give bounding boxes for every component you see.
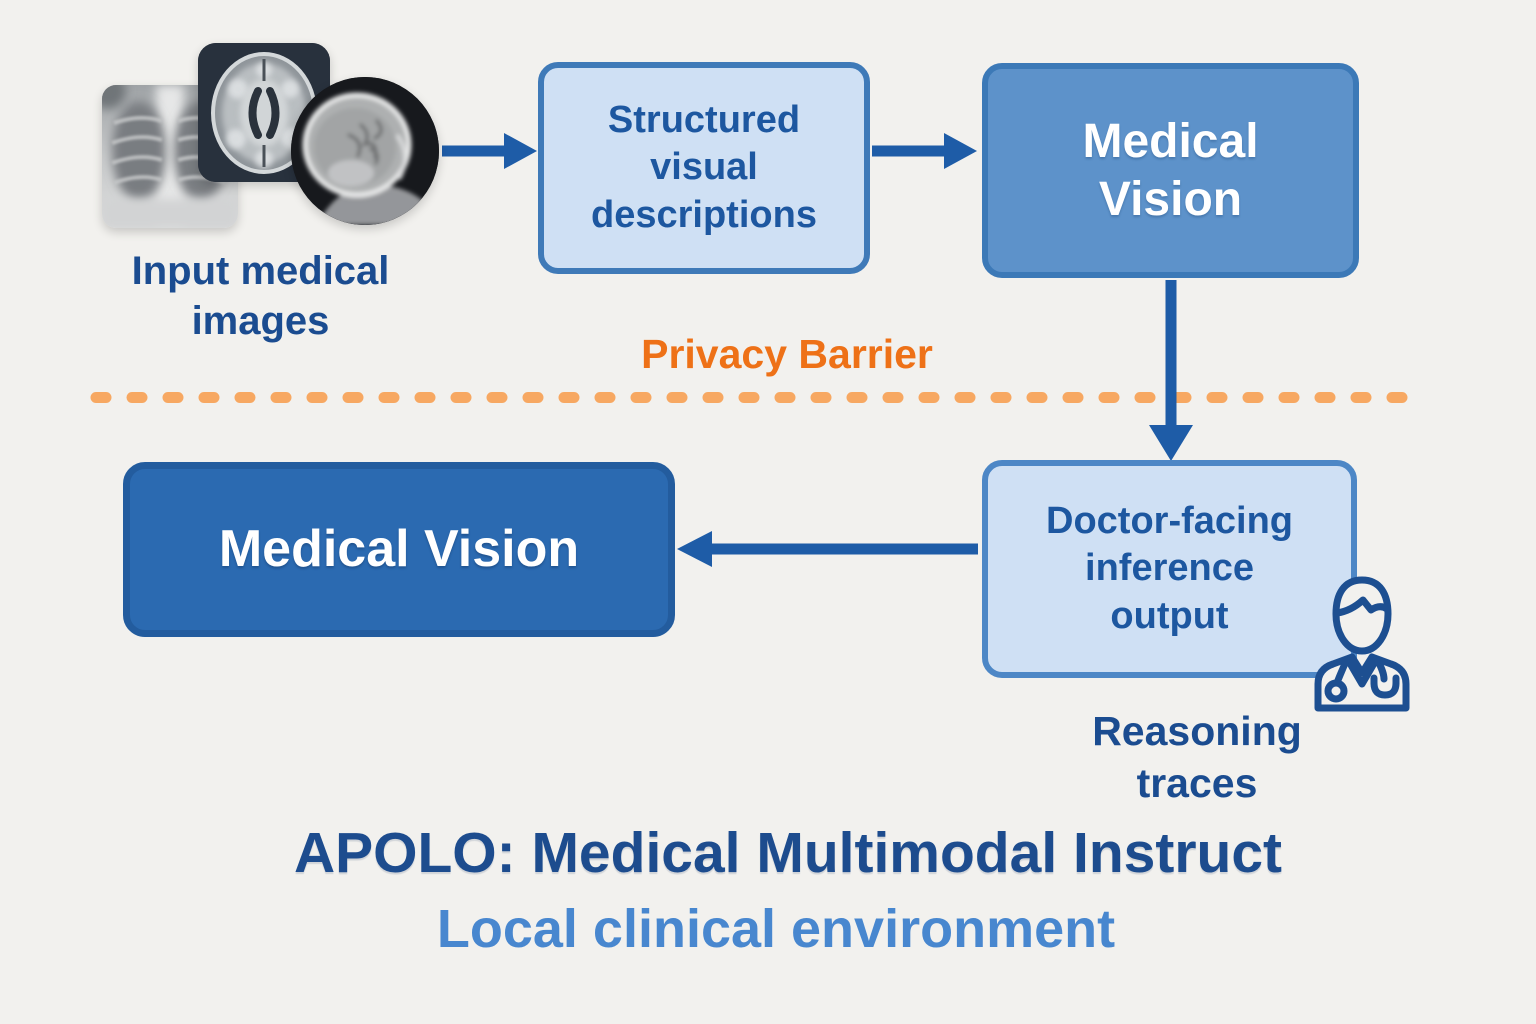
structured-descriptions-label: Structured visual descriptions [591,98,817,236]
arrow-descriptions-to-medical-vision [872,133,977,169]
doctor-icon [1296,572,1428,712]
arrow-output-to-medical-vision [677,531,978,567]
reasoning-traces-label: Reasoning traces [1092,708,1302,806]
diagram-subtitle: Local clinical environment [436,899,1116,959]
diagram-title: APOLO: Medical Multimodal Instruct [293,821,1283,885]
arrow-images-to-descriptions [442,133,537,169]
structured-descriptions-box: Structured visual descriptions [538,62,870,274]
skull-xray-image [291,77,439,225]
medical-vision-local-label: Medical Vision [218,520,580,578]
medical-vision-local-box: Medical Vision [123,462,675,637]
doctor-facing-output-label: Doctor-facing inference output [1046,499,1293,637]
doctor-facing-output-box: Doctor-facing inference output [982,460,1357,678]
input-images-label: Input medical images [131,249,390,344]
medical-vision-cloud-box: Medical Vision [982,63,1359,278]
medical-vision-cloud-label: Medical Vision [1082,114,1259,226]
privacy-barrier-label: Privacy Barrier [641,331,933,377]
arrow-medical-vision-to-output [1149,280,1193,461]
